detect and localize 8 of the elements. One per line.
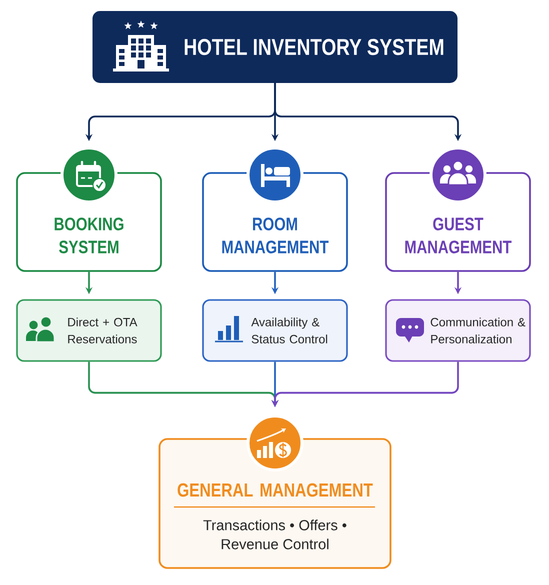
summary-box: GENERAL MANAGEMENT Transactions • Offers • Revenue Control [158,438,392,569]
detail-box: Direct + OTA Reservations [16,299,162,362]
category-box: GUEST MANAGEMENT [385,172,531,272]
category-box: BOOKING SYSTEM [16,172,162,272]
detail-box: Availability & Status Control [202,299,348,362]
category-box: ROOM MANAGEMENT [202,172,348,272]
detail-box: Communication & Personalization [385,299,531,362]
header-box: HOTEL INVENTORY SYSTEM [92,11,458,83]
